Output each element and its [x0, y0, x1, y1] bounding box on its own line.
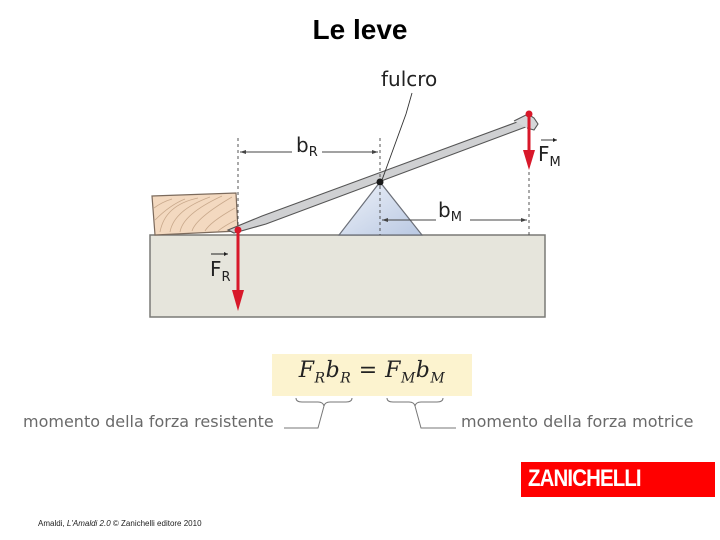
force-resistance-arrow	[232, 226, 244, 311]
svg-text:FR: FR	[210, 257, 231, 285]
fulcrum-point	[376, 178, 384, 186]
force-effort-arrow	[523, 110, 535, 170]
footer-credit: Amaldi, L'Amaldi 2.0 © Zanichelli editor…	[38, 519, 202, 528]
bm-label: bM	[438, 198, 462, 225]
svg-text:FM: FM	[538, 142, 561, 170]
br-dimension	[240, 150, 378, 154]
caption-resistance-moment: momento della forza resistente	[23, 412, 274, 431]
zanichelli-logo: ZANICHELLI	[521, 462, 715, 497]
slide-title: Le leve	[312, 14, 408, 45]
fulcrum-label: fulcro	[381, 67, 437, 91]
fm-label: FM	[538, 138, 561, 170]
logo-text: ZANICHELLI	[528, 465, 642, 492]
caption-effort-moment: momento della forza motrice	[461, 412, 694, 431]
fulcrum-leader-line	[381, 92, 413, 181]
ground-block	[149, 234, 546, 318]
formula-box: FRbR = FMbM	[272, 354, 472, 396]
br-label: bR	[296, 133, 318, 160]
brace-left	[284, 397, 353, 429]
wood-block	[151, 192, 239, 236]
lever-equation: FRbR = FMbM	[298, 358, 446, 387]
fulcrum-triangle	[337, 181, 424, 236]
lever-bar	[226, 113, 539, 234]
brace-right	[386, 397, 456, 429]
fr-label: FR	[210, 252, 231, 285]
bm-dimension	[382, 218, 527, 222]
